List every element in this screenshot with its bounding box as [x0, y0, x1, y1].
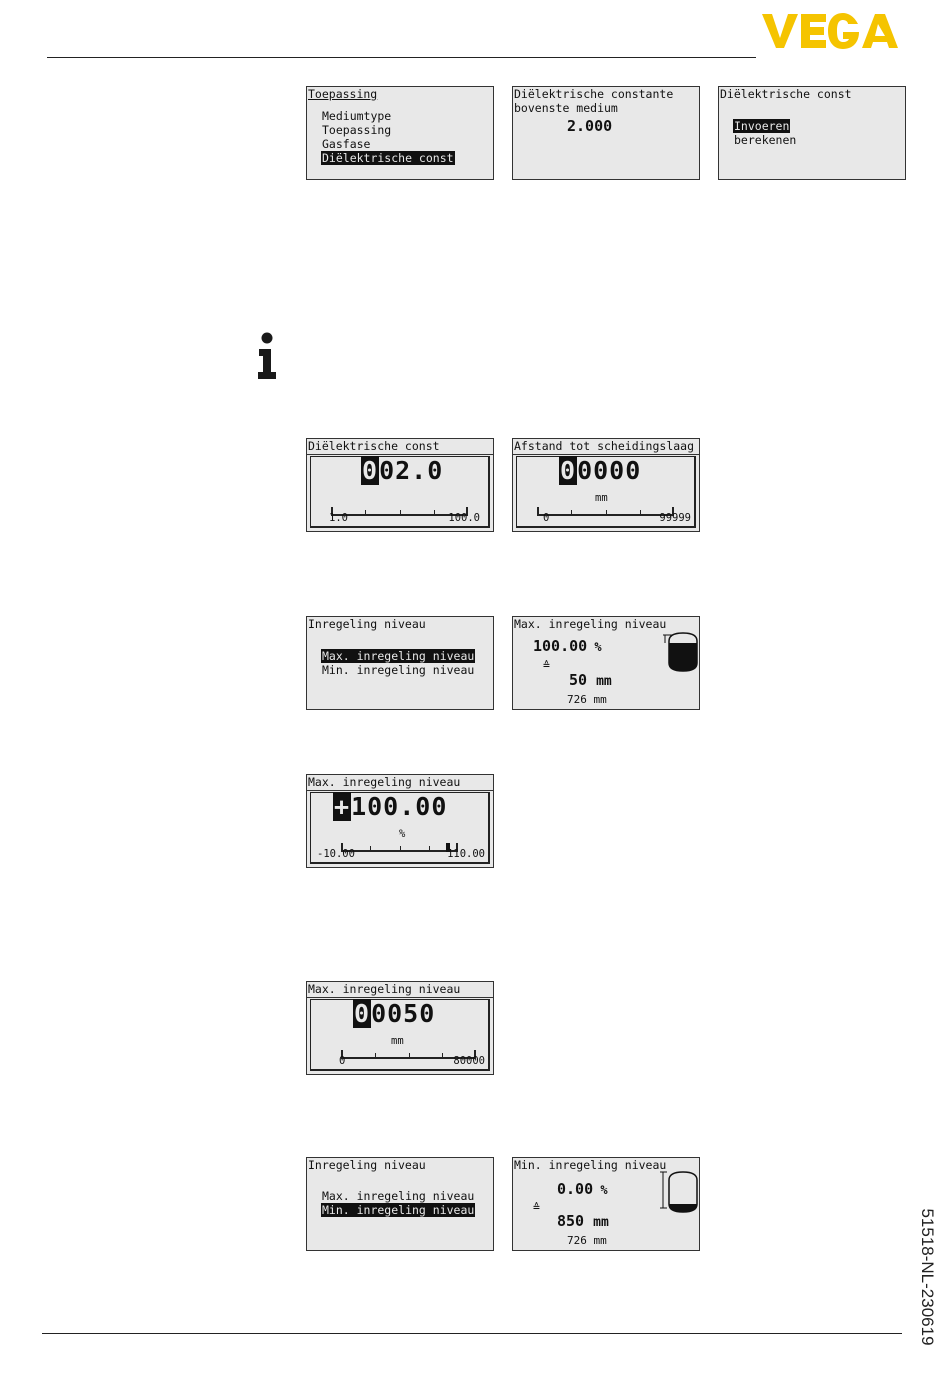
- lcd-max-adjustment-distance-editor: Max. inregeling niveau 00050 mm 0 80000: [306, 981, 494, 1075]
- lcd-application-menu: Toepassing Mediumtype Toepassing Gasfase…: [306, 86, 494, 180]
- screen-title: Diëlektrische const: [308, 439, 440, 453]
- percent-value: 0.00 %: [557, 1180, 608, 1198]
- unit-label: mm: [595, 492, 608, 504]
- unit-label: %: [399, 828, 406, 840]
- scale-max: 80000: [453, 1055, 485, 1067]
- scale-min: 1.0: [329, 512, 348, 524]
- value-field[interactable]: 002.0: [361, 456, 444, 485]
- info-icon: [258, 332, 276, 379]
- screen-title: Afstand tot scheidingslaag: [514, 439, 695, 453]
- lcd-max-adjustment-percent-editor: Max. inregeling niveau +100.00 % -10.00 …: [306, 774, 494, 868]
- scale-max: 110.00: [447, 848, 485, 860]
- menu-item-min-adjustment[interactable]: Min. inregeling niveau: [321, 1203, 476, 1217]
- scale-min: -10.00: [317, 848, 355, 860]
- scale-max: 99999: [659, 512, 691, 524]
- percent-value: 100.00 %: [533, 637, 602, 655]
- dielectric-value: 2.000: [567, 117, 613, 135]
- menu-item-application[interactable]: Toepassing: [322, 123, 392, 137]
- equivalence-symbol: ≙: [533, 1200, 540, 1214]
- scale-min: 0: [339, 1055, 346, 1067]
- measured-value: 726 mm: [567, 693, 607, 706]
- value-digits: 100.00: [351, 792, 448, 821]
- menu-item-dielectric-const[interactable]: Diëlektrische const: [321, 151, 455, 165]
- value-field[interactable]: 00000: [559, 456, 642, 485]
- lcd-max-adjustment-overview: Max. inregeling niveau 100.00 % ≙ 50 mm …: [512, 616, 700, 710]
- editor-frame: 002.0 1.0 100.0: [310, 456, 490, 528]
- value-scale: [341, 1050, 476, 1059]
- value-scale: [341, 843, 458, 852]
- screen-title: Inregeling niveau: [308, 617, 426, 631]
- value-digits: 02.0: [379, 456, 444, 485]
- lcd-interface-distance-editor: Afstand tot scheidingslaag 00000 mm 0 99…: [512, 438, 700, 532]
- cursor-sign: +: [333, 792, 352, 821]
- menu-item-calculate[interactable]: berekenen: [734, 133, 797, 147]
- unit-label: mm: [391, 1035, 404, 1047]
- cursor-digit: 0: [361, 456, 380, 485]
- tank-full-icon: [663, 632, 698, 672]
- screen-title: Min. inregeling niveau: [514, 1158, 667, 1172]
- screen-title: Diëlektrische const: [720, 87, 852, 101]
- scale-position-marker: [446, 843, 451, 852]
- cursor-digit: 0: [353, 999, 372, 1028]
- document-number: 51518-NL-230619: [918, 1208, 937, 1346]
- equivalence-symbol: ≙: [543, 658, 550, 672]
- lcd-adjustment-menu-min: Inregeling niveau Max. inregeling niveau…: [306, 1157, 494, 1251]
- tank-empty-icon: [660, 1171, 698, 1213]
- menu-item-max-adjustment[interactable]: Max. inregeling niveau: [322, 1189, 475, 1203]
- screen-title: Max. inregeling niveau: [308, 775, 461, 789]
- screen-title: Max. inregeling niveau: [514, 617, 667, 631]
- editor-frame: 00050 mm 0 80000: [310, 999, 490, 1071]
- cursor-digit: 0: [559, 456, 578, 485]
- menu-item-gas-phase[interactable]: Gasfase: [322, 137, 371, 151]
- menu-item-min-adjustment[interactable]: Min. inregeling niveau: [322, 663, 475, 677]
- value-field[interactable]: +100.00: [333, 792, 448, 821]
- screen-title: Inregeling niveau: [308, 1158, 426, 1172]
- footer-rule: [42, 1333, 902, 1334]
- distance-value: 50 mm: [569, 671, 612, 689]
- menu-item-max-adjustment[interactable]: Max. inregeling niveau: [321, 649, 476, 663]
- lcd-dielectric-editor: Diëlektrische const 002.0 1.0 100.0: [306, 438, 494, 532]
- value-digits: 0000: [577, 456, 642, 485]
- screen-title: Toepassing: [308, 87, 378, 101]
- menu-item-enter[interactable]: Invoeren: [733, 119, 791, 133]
- lcd-dielectric-top-medium: Diëlektrische constante bovenste medium …: [512, 86, 700, 180]
- editor-frame: +100.00 % -10.00 110.00: [310, 792, 490, 864]
- header-rule: [47, 57, 756, 58]
- lcd-dielectric-method: Diëlektrische const Invoeren berekenen: [718, 86, 906, 180]
- lcd-adjustment-menu-max: Inregeling niveau Max. inregeling niveau…: [306, 616, 494, 710]
- screen-title: Max. inregeling niveau: [308, 982, 461, 996]
- scale-min: 0: [543, 512, 550, 524]
- editor-frame: 00000 mm 0 99999: [516, 456, 696, 528]
- screen-title-line1: Diëlektrische constante: [514, 87, 674, 101]
- value-scale: [537, 507, 674, 516]
- screen-title-line2: bovenste medium: [514, 101, 618, 115]
- value-digits: 0050: [371, 999, 436, 1028]
- lcd-min-adjustment-overview: Min. inregeling niveau 0.00 % ≙ 850 mm 7…: [512, 1157, 700, 1251]
- value-scale: [331, 507, 468, 516]
- scale-max: 100.0: [448, 512, 480, 524]
- menu-item-medium-type[interactable]: Mediumtype: [322, 109, 392, 123]
- value-field[interactable]: 00050: [353, 999, 436, 1028]
- vega-logo: [762, 13, 898, 49]
- distance-value: 850 mm: [557, 1212, 609, 1230]
- measured-value: 726 mm: [567, 1234, 607, 1247]
